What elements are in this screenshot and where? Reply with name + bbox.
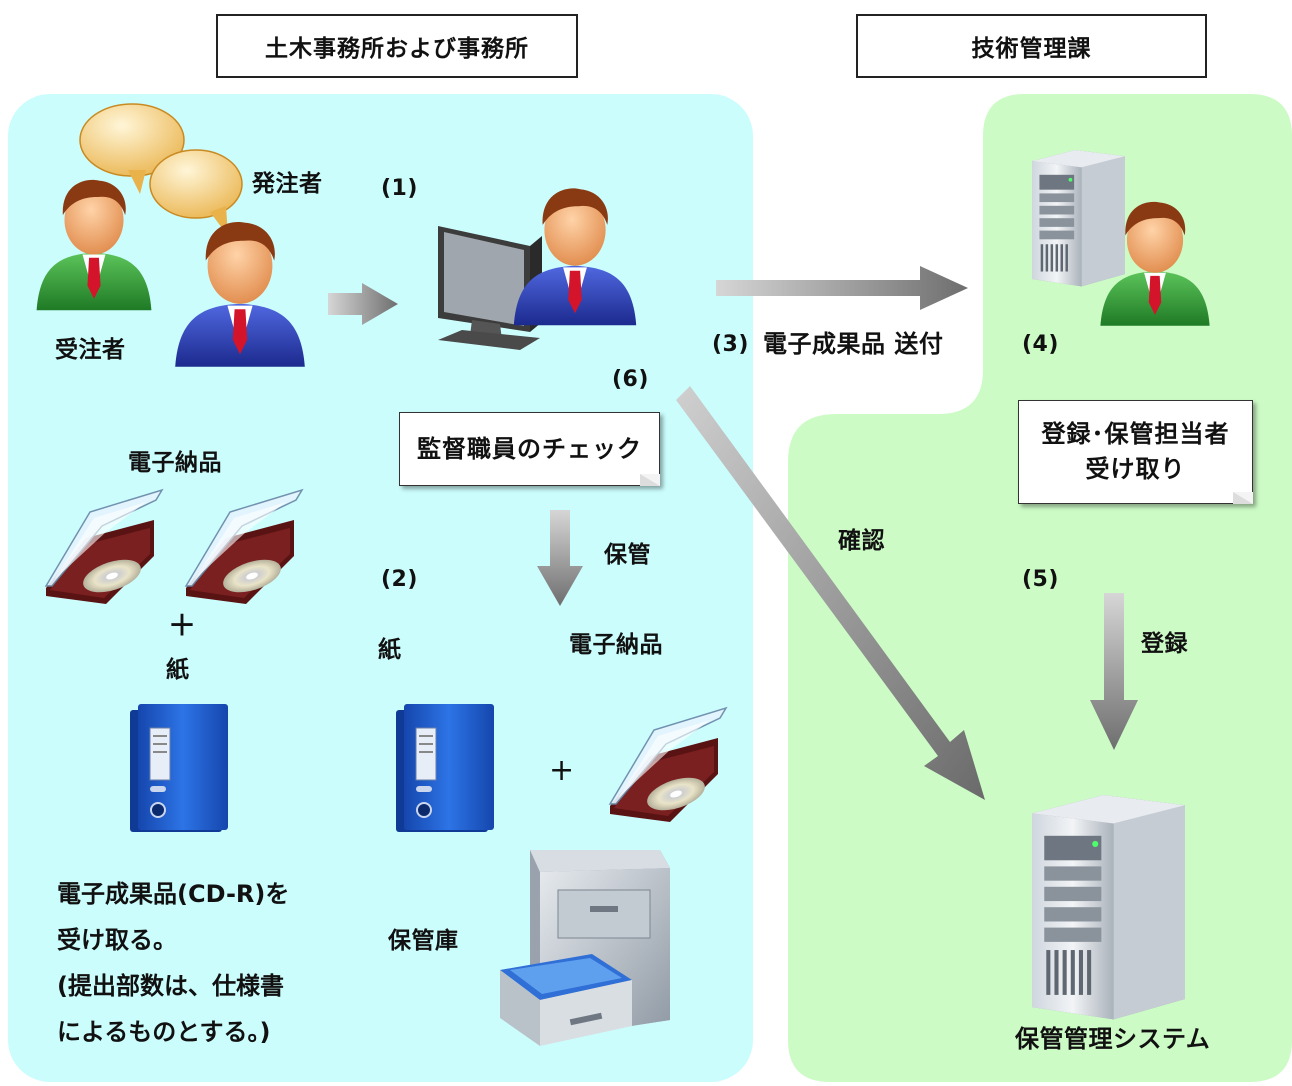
plus-left-label: ＋ [168, 609, 197, 642]
register-label: 登録 [1141, 631, 1188, 657]
receiver-note: 登録･保管担当者 受け取り [1018, 400, 1253, 504]
step-6-label: (6) [612, 367, 649, 392]
office-header-label: 土木事務所および事務所 [265, 36, 529, 62]
cabinet-label: 保管庫 [388, 928, 459, 954]
speech-bubble-icon [79, 103, 243, 236]
contractor-label: 受注者 [55, 337, 126, 363]
storage-label: 保管 [604, 542, 651, 568]
arrow-register [1090, 593, 1138, 750]
system-label: 保管管理システム [1015, 1025, 1211, 1053]
receiver-note-line1: 登録･保管担当者 [1041, 420, 1230, 449]
binder-icon [129, 703, 229, 833]
description-line2: 受け取る。 [57, 926, 177, 954]
description-line4: によるものとする。) [57, 1018, 271, 1046]
description-text: 電子成果品(CD-R)を 受け取る。 (提出部数は、仕様書 によるものとする。) [57, 871, 289, 1055]
binder-icon [395, 703, 495, 833]
server-icon [1032, 150, 1125, 287]
arrow-confirm [676, 386, 985, 800]
monitor-icon [438, 226, 542, 350]
e-delivery-left-label: 電子納品 [128, 450, 222, 476]
step-3-label: (3) [712, 332, 749, 357]
receiver-note-line2: 受け取り [1085, 455, 1186, 483]
server-icon [1032, 795, 1185, 1020]
paper-mid-label: 紙 [378, 637, 402, 663]
office-header: 土木事務所および事務所 [216, 14, 578, 78]
description-line1: 電子成果品(CD-R)を [57, 880, 290, 908]
check-note: 監督職員のチェック [399, 412, 660, 486]
step-4-label: (4) [1022, 332, 1059, 357]
step-2-label: (2) [381, 567, 418, 592]
check-note-label: 監督職員のチェック [417, 434, 642, 463]
tech-header: 技術管理課 [856, 14, 1207, 78]
arrow-to-check [328, 283, 398, 325]
receiver-note-text: 登録･保管担当者 受け取り [1042, 417, 1230, 487]
arrow-send [716, 266, 968, 310]
e-delivery-mid-label: 電子納品 [569, 632, 663, 658]
send-label: 電子成果品 送付 [763, 330, 944, 358]
step-5-label: (5) [1022, 567, 1059, 592]
orderer-label: 発注者 [252, 171, 323, 197]
paper-left-label: 紙 [166, 657, 190, 683]
step-1-label: (1) [381, 176, 418, 201]
arrow-storage [537, 510, 583, 606]
confirm-label: 確認 [838, 528, 885, 554]
cabinet-icon [500, 850, 670, 1046]
description-line3: (提出部数は、仕様書 [57, 972, 284, 1000]
plus-mid-label: + [549, 753, 575, 788]
tech-header-label: 技術管理課 [971, 36, 1092, 62]
